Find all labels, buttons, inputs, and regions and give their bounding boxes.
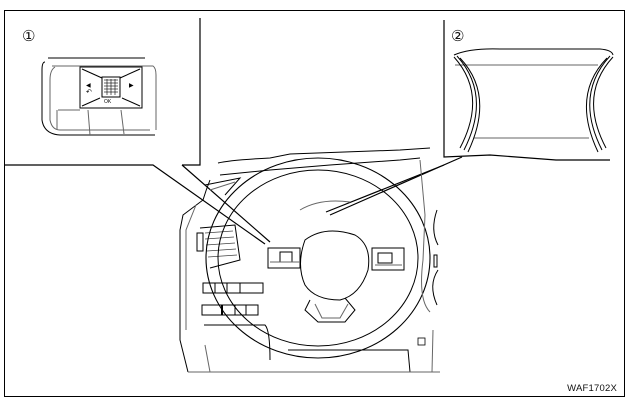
inset-2-display — [443, 20, 614, 161]
callout-2-number: ② — [451, 27, 465, 45]
ok-label: OK — [104, 99, 112, 105]
dashboard — [179, 147, 440, 373]
callout-1-number: ① — [22, 27, 36, 45]
left-arrow-icon: ◀ — [86, 83, 91, 89]
back-icon: ↶ — [86, 89, 92, 96]
right-arrow-icon: ▶ — [129, 83, 134, 89]
inset-1-switch — [5, 18, 271, 245]
figure-code: WAF1702X — [567, 383, 617, 394]
